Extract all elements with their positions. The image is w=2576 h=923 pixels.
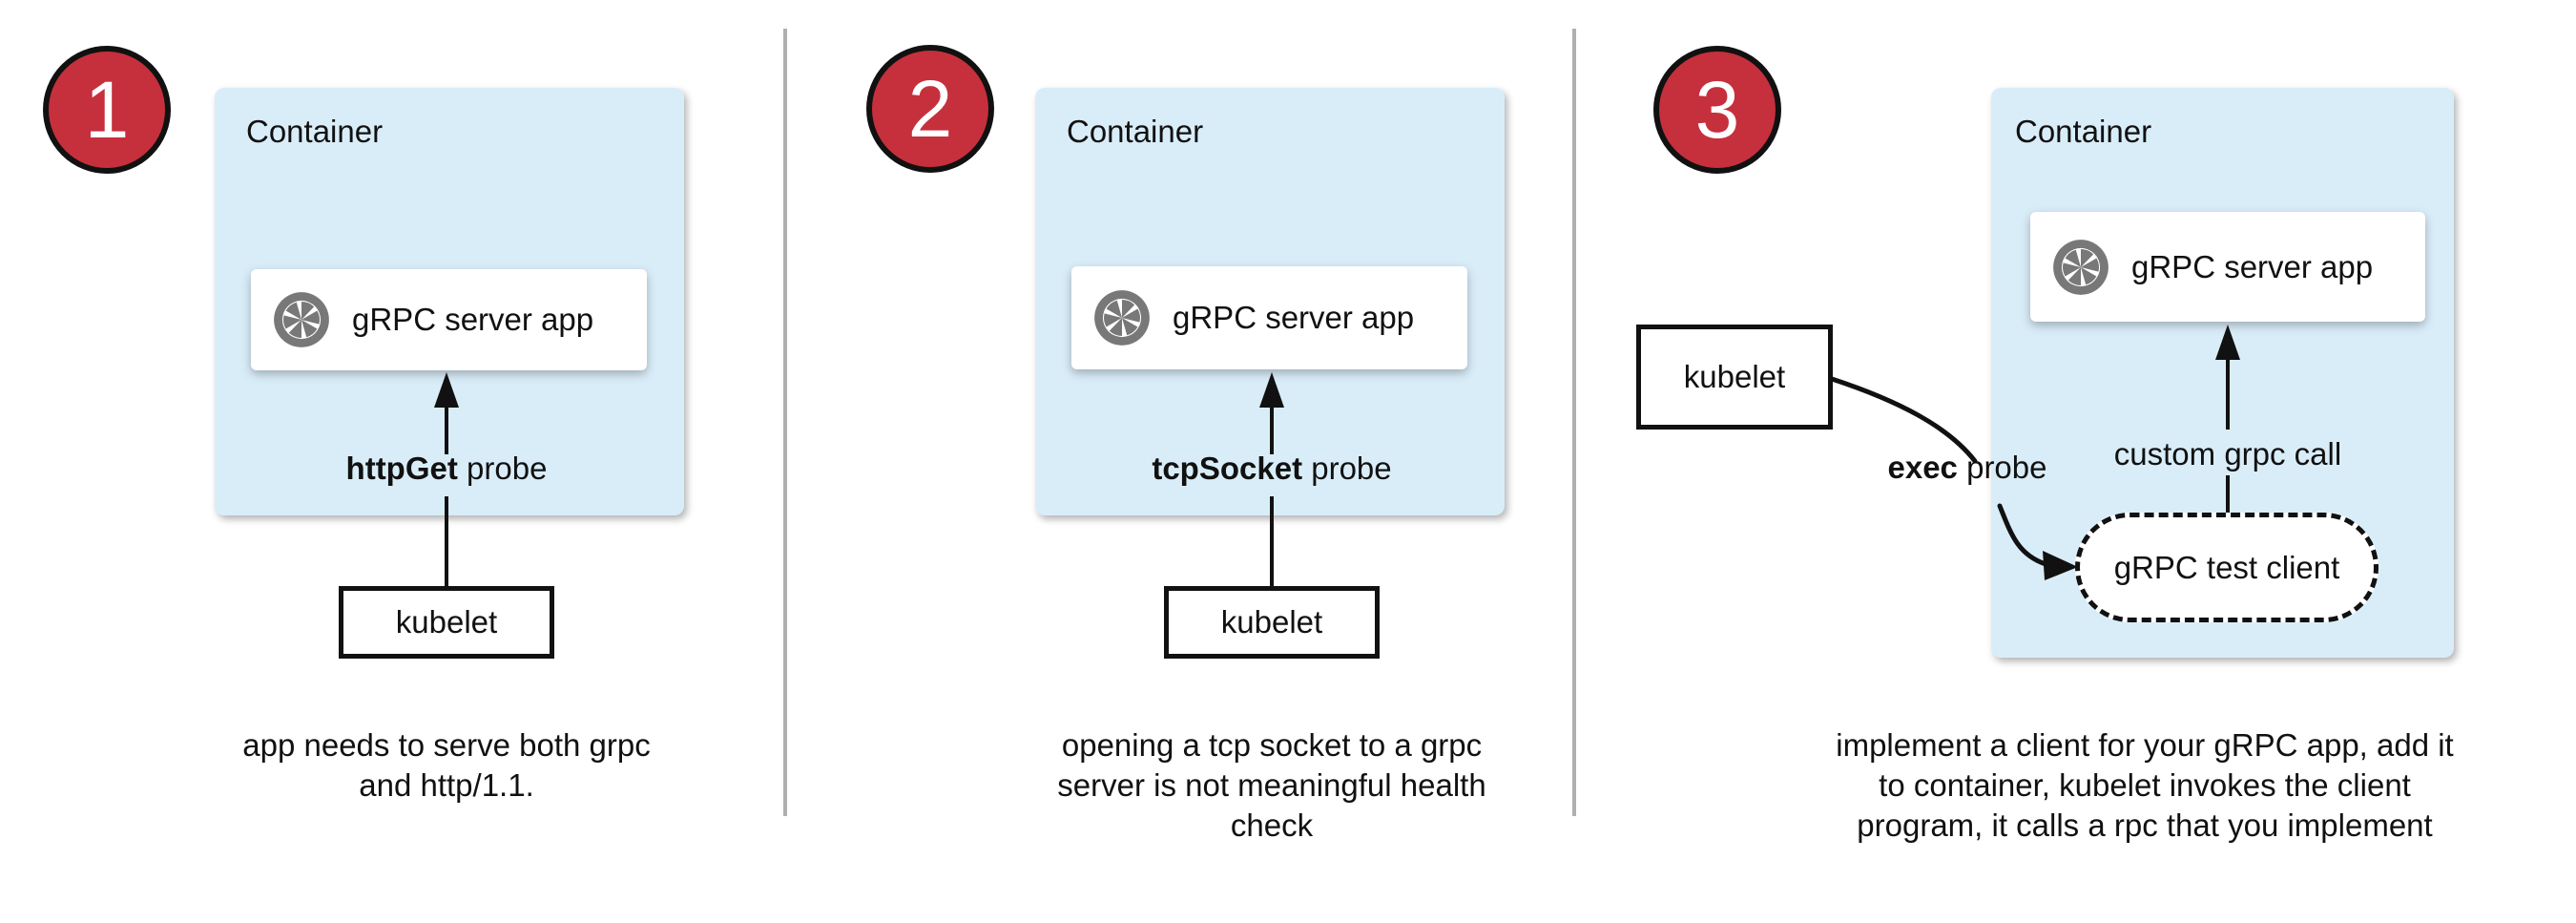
step-badge-2: 2 <box>866 45 994 173</box>
arrow-up-icon <box>434 372 459 408</box>
exec-probe-curved-arrow <box>1829 376 2078 580</box>
caption-line: check <box>1230 808 1314 843</box>
probe-kind: exec <box>1887 450 1958 485</box>
custom-call-line-lower <box>2226 475 2230 515</box>
kubelet-connector-line <box>445 496 448 586</box>
custom-call-line-upper <box>2226 357 2230 430</box>
caption-line: app needs to serve both grpc <box>242 727 651 763</box>
panel-divider-2 <box>1572 29 1576 816</box>
caption-line: to container, kubelet invokes the client <box>1879 767 2411 803</box>
caption-line: and http/1.1. <box>359 767 534 803</box>
kubelet-label: kubelet <box>1220 604 1323 640</box>
caption-line: program, it calls a rpc that you impleme… <box>1857 808 2433 843</box>
caption-line: opening a tcp socket to a grpc <box>1061 727 1483 763</box>
custom-grpc-call-label: custom grpc call <box>2113 436 2342 472</box>
grpc-server-app-box-3: gRPC server app <box>2030 212 2425 322</box>
step-number: 2 <box>907 64 953 154</box>
step-number: 3 <box>1694 65 1740 155</box>
kubelet-label: kubelet <box>1683 359 1786 394</box>
grpc-server-app-box-1: gRPC server app <box>251 269 647 370</box>
probe-label-1: httpGet probe <box>208 450 685 488</box>
probe-kind: httpGet <box>345 451 458 486</box>
aperture-icon <box>1094 290 1150 346</box>
container-label-3: Container <box>2015 114 2152 149</box>
kubelet-box-3: kubelet <box>1636 325 1833 430</box>
step-badge-3: 3 <box>1653 46 1781 174</box>
step-number: 1 <box>84 65 130 155</box>
caption-1: app needs to serve both grpc and http/1.… <box>160 725 733 806</box>
grpc-server-app-box-2: gRPC server app <box>1071 266 1467 369</box>
probe-arrow-line <box>445 405 448 454</box>
step-badge-1: 1 <box>43 46 171 174</box>
kubelet-box-1: kubelet <box>339 586 554 659</box>
probe-word: probe <box>1302 451 1392 486</box>
probe-arrow-line <box>1270 405 1274 454</box>
arrow-up-icon <box>2215 325 2240 360</box>
container-label-2: Container <box>1067 114 1204 149</box>
caption-line: implement a client for your gRPC app, ad… <box>1836 727 2454 763</box>
probe-word: probe <box>1957 450 2047 485</box>
app-box-label: gRPC server app <box>1173 300 1415 335</box>
probe-label-2: tcpSocket probe <box>1033 450 1510 488</box>
aperture-icon <box>2053 239 2109 295</box>
caption-3: implement a client for your gRPC app, ad… <box>1811 725 2479 846</box>
aperture-icon <box>274 292 329 347</box>
app-box-label: gRPC server app <box>2131 248 2374 284</box>
probe-label-3: exec probe <box>1776 449 2158 487</box>
grpc-test-client-box: gRPC test client <box>2075 513 2379 622</box>
probe-word: probe <box>457 451 548 486</box>
container-label-1: Container <box>246 114 384 149</box>
kubelet-connector-line <box>1270 496 1274 586</box>
test-client-label: gRPC test client <box>2113 549 2340 585</box>
kubelet-label: kubelet <box>395 604 498 640</box>
arrow-up-icon <box>1259 372 1284 408</box>
caption-line: server is not meaningful health <box>1057 767 1486 803</box>
probe-kind: tcpSocket <box>1152 451 1303 486</box>
kubelet-box-2: kubelet <box>1164 586 1380 659</box>
panel-divider-1 <box>783 29 787 816</box>
app-box-label: gRPC server app <box>352 302 594 337</box>
caption-2: opening a tcp socket to a grpc server is… <box>986 725 1558 846</box>
